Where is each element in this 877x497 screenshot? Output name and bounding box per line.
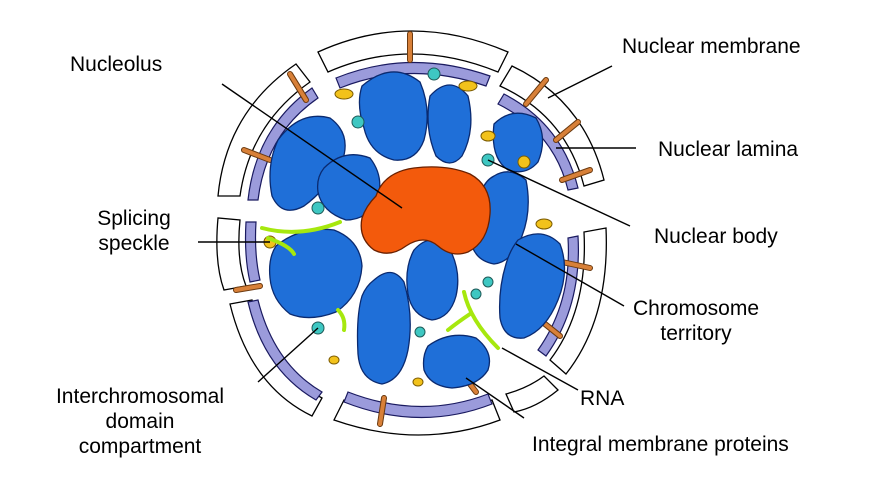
leader-interchromosomal: [257, 327, 319, 383]
label-chromosome-territory-line2: territory: [660, 322, 732, 345]
nuclear-body: [414, 326, 426, 338]
lamina-segment-upper-left: [247, 87, 319, 201]
label-splicing-speckle-line2: speckle: [98, 232, 170, 255]
lamina-segment-lower-left: [247, 299, 323, 401]
leader-nucleolus: [221, 83, 403, 209]
membrane-protein: [377, 395, 387, 427]
membrane-protein: [553, 119, 581, 143]
label-interchromosomal: Interchromosomal domain compartment: [26, 384, 254, 459]
leader-nuclear-membrane: [547, 65, 613, 99]
nuclear-body: [311, 201, 325, 215]
nuclear-body: [427, 67, 441, 81]
label-interchromosomal-line2: domain: [105, 410, 175, 433]
leader-nuclear-body: [487, 159, 631, 227]
membrane-protein: [559, 259, 593, 271]
membrane-segment-right: [549, 227, 607, 375]
chromosome-territory: [358, 71, 428, 161]
leader-rna: [501, 347, 579, 391]
label-nuclear-body: Nuclear body: [654, 225, 778, 248]
chromosome-territories: [268, 71, 566, 389]
membrane-protein: [287, 71, 309, 103]
membrane-segment-upper-left: [217, 63, 311, 197]
splicing-speckle: [480, 130, 496, 142]
label-splicing-speckle-line1: Splicing: [97, 207, 171, 230]
label-chromosome-territory-line1: Chromosome: [632, 297, 760, 320]
label-interchromosomal-line1: Interchromosomal: [55, 385, 225, 408]
label-nucleolus: Nucleolus: [70, 53, 163, 76]
rna-strands: [260, 220, 500, 350]
leader-chromosome-territory: [515, 243, 625, 307]
membrane-protein: [233, 283, 263, 293]
splicing-speckle: [334, 88, 354, 100]
label-splicing-speckle: Splicing speckle: [78, 206, 190, 256]
membrane-segment-lower-right: [505, 375, 559, 413]
splicing-speckle: [458, 80, 478, 92]
membrane-protein: [241, 147, 273, 163]
label-nuclear-lamina: Nuclear lamina: [658, 138, 799, 161]
lamina-segment-left: [244, 221, 261, 283]
nuclear-body: [482, 276, 494, 288]
membrane-segment-upper-right: [499, 65, 605, 187]
chromosome-territory: [427, 84, 472, 164]
splicing-speckle: [517, 155, 531, 169]
membrane-segment-left: [216, 217, 247, 291]
nuclear-body: [470, 288, 482, 300]
splicing-speckles: [263, 80, 553, 387]
nuclear-body: [351, 115, 365, 129]
label-rna: RNA: [580, 387, 625, 410]
splicing-speckle: [412, 377, 424, 387]
label-chromosome-territory: Chromosome territory: [630, 296, 762, 346]
rna-strand: [446, 312, 472, 332]
label-integral-membrane-proteins: Integral membrane proteins: [532, 433, 789, 456]
chromosome-territory: [356, 271, 411, 385]
label-interchromosomal-line3: compartment: [78, 435, 202, 458]
nuclear-lamina: [244, 61, 579, 419]
chromosome-territory: [498, 233, 566, 339]
splicing-speckle: [535, 218, 553, 230]
rna-strand: [260, 220, 342, 234]
label-nuclear-membrane: Nuclear membrane: [622, 35, 801, 58]
rna-strand: [336, 308, 347, 332]
leader-lines: [198, 65, 636, 419]
chromosome-territory: [492, 112, 544, 173]
leader-integral-membrane-proteins: [465, 377, 525, 419]
rna-strand: [462, 290, 500, 350]
nucleolus-shape: [360, 166, 491, 255]
rna-strand: [266, 236, 296, 256]
membrane-protein: [523, 77, 549, 107]
chromosome-territory: [422, 334, 491, 389]
splicing-speckle: [328, 355, 340, 365]
membrane-protein: [559, 167, 593, 183]
